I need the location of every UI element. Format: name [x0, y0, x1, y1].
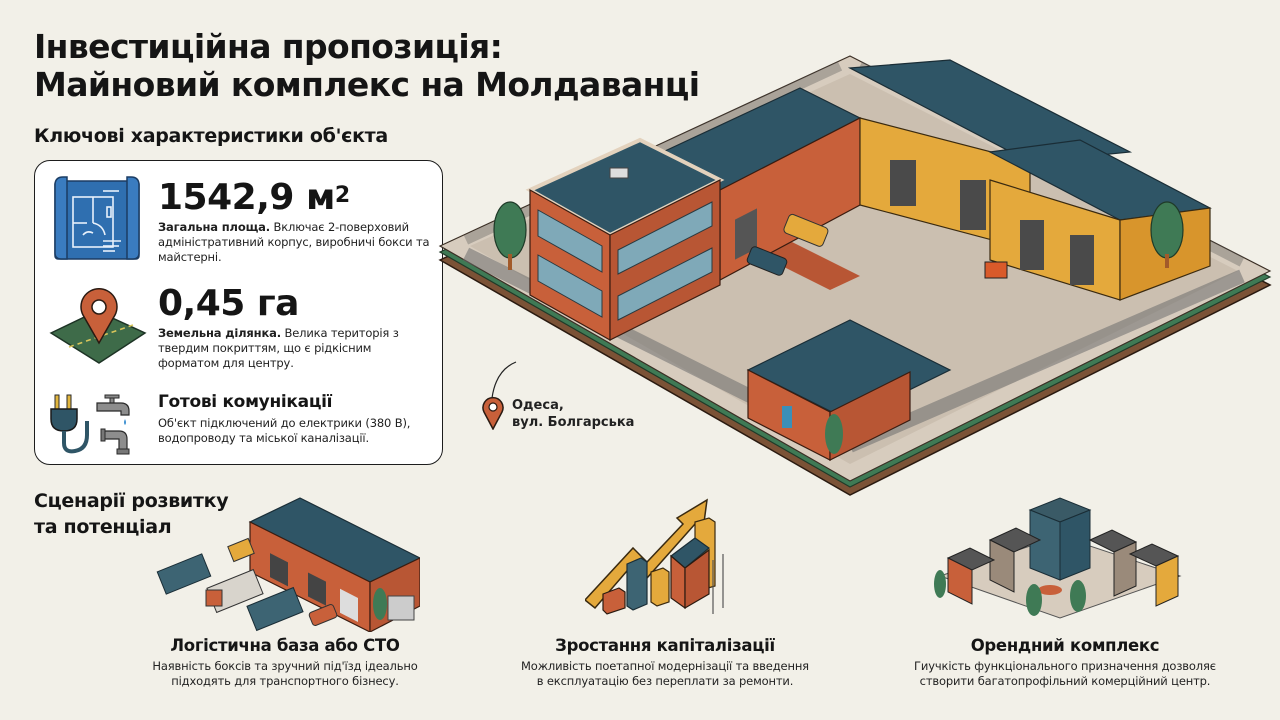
blueprint-icon	[47, 175, 147, 265]
land-area-value: 0,45 га	[158, 283, 299, 324]
scenario-growth-title: Зростання капіталізації	[555, 636, 775, 655]
scenario-logistics-description: Наявність боксів та зручний під'їзд ідеа…	[152, 659, 418, 688]
scenario-rental-complex: Орендний комплекс Гиучкість функціональн…	[890, 636, 1240, 689]
title-line-2: Майновий комплекс на Молдаванці	[34, 65, 700, 104]
scenario-logistics: Логістична база або СТО Наявність боксів…	[120, 636, 450, 689]
key-features-card: 1542,9 м2 Загальна площа. Включає 2-пове…	[34, 160, 443, 465]
total-area-description: Загальна площа. Включає 2-поверховий адм…	[158, 220, 430, 264]
location-street: вул. Болгарська	[512, 415, 635, 430]
page-title: Інвестиційна пропозиція: Майновий компле…	[34, 27, 700, 104]
total-area-value: 1542,9 м2	[158, 177, 350, 218]
logistics-warehouse-illustration	[150, 492, 420, 632]
feature-land-plot: 0,45 га Земельна ділянка. Велика територ…	[35, 279, 442, 379]
utilities-description: Об'єкт підключений до електрики (380 В),…	[158, 416, 411, 445]
feature-total-area: 1542,9 м2 Загальна площа. Включає 2-пове…	[35, 171, 442, 276]
scenario-rental-description: Гиучкість функціонального призначення до…	[914, 659, 1216, 688]
scenario-growth-description: Можливість поетапної модернізації та вве…	[521, 659, 809, 688]
utilities-heading: Готові комунікації	[158, 392, 333, 412]
feature-utilities: Готові комунікації Об'єкт підключений до…	[35, 381, 442, 461]
map-pin-icon	[482, 396, 504, 430]
capital-growth-illustration	[585, 490, 755, 620]
scenario-capital-growth: Зростання капіталізації Можливість поета…	[500, 636, 830, 689]
location-city: Одеса,	[512, 398, 564, 413]
scenario-logistics-title: Логістична база або СТО	[170, 636, 400, 655]
rental-complex-illustration	[930, 496, 1210, 626]
scenarios-heading: Сценарії розвитку та потенціал	[34, 490, 229, 538]
property-complex-illustration	[430, 40, 1280, 510]
scenario-rental-title: Орендний комплекс	[970, 636, 1160, 655]
map-pin-land-icon	[47, 281, 149, 371]
land-area-description: Земельна ділянка. Велика територія з тве…	[158, 326, 399, 370]
title-line-1: Інвестиційна пропозиція:	[34, 27, 503, 66]
key-features-heading: Ключові характеристики об'єкта	[34, 125, 388, 147]
location-leader-line	[491, 361, 517, 399]
utilities-icon	[47, 391, 147, 457]
